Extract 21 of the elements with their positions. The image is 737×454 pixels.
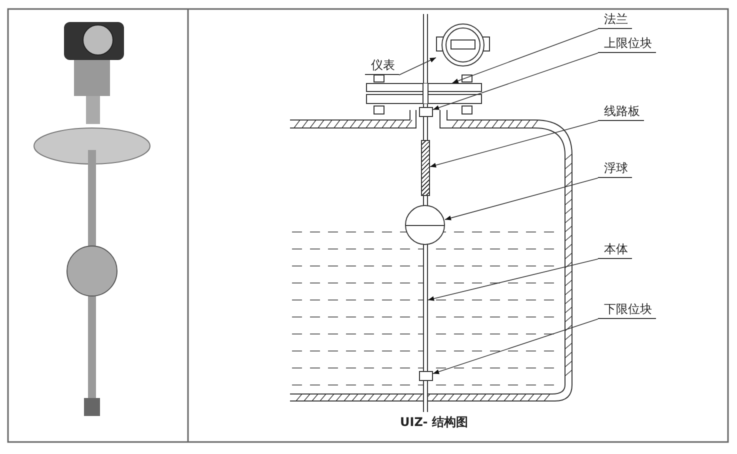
stop-block bbox=[419, 107, 433, 117]
leader-line bbox=[452, 28, 598, 84]
leader-line bbox=[432, 52, 598, 110]
leader-line bbox=[430, 120, 598, 168]
figure-caption: UIZ- 结构图 bbox=[400, 414, 468, 431]
float-ball bbox=[405, 205, 445, 245]
part-label: 线路板 bbox=[598, 104, 644, 121]
part-label: 法兰 bbox=[598, 12, 632, 29]
circuit-board bbox=[421, 140, 430, 196]
leader-line bbox=[428, 258, 598, 301]
part-label: 本体 bbox=[598, 242, 632, 259]
meter-drawing bbox=[436, 22, 490, 68]
leader-line bbox=[444, 178, 598, 220]
part-label: 下限位块 bbox=[598, 302, 656, 319]
part-label: 仪表 bbox=[365, 58, 399, 75]
leader-line bbox=[432, 318, 598, 374]
part-label: 浮球 bbox=[598, 161, 632, 178]
flange-plates bbox=[366, 83, 482, 104]
part-label: 上限位块 bbox=[598, 36, 656, 53]
leader-line bbox=[398, 57, 436, 76]
stop-block bbox=[419, 371, 433, 381]
